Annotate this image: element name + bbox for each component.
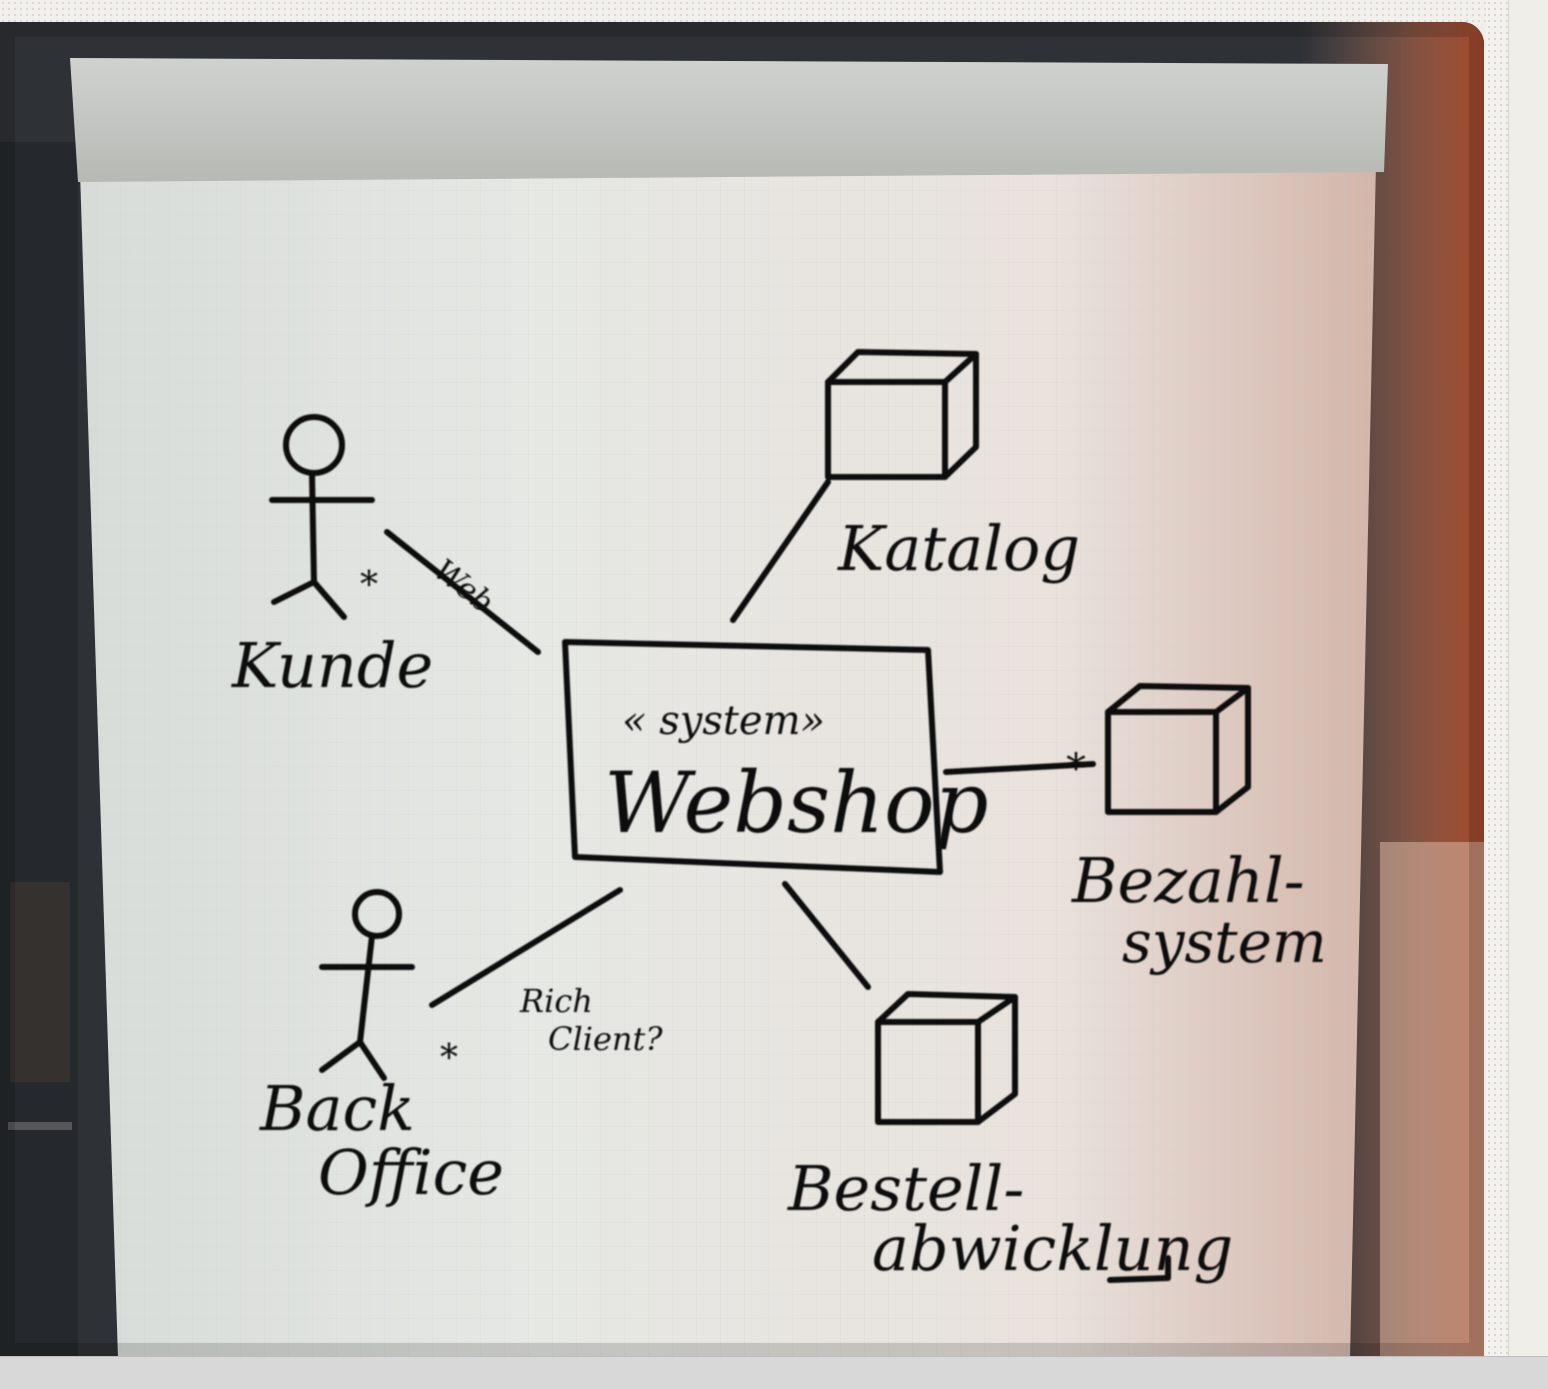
page-background-right: [1486, 0, 1509, 1356]
system-stereotype: « system»: [622, 698, 825, 744]
webshop-order-link: [782, 881, 871, 990]
catalog-component-icon: [825, 349, 979, 480]
back-office-actor-icon: [319, 889, 415, 1081]
customer-webshop-link: [384, 529, 541, 655]
payment-system-component-icon: [1105, 683, 1251, 815]
system-title: Webshop: [604, 754, 989, 852]
flipchart-photo: Kunde Katalog « system» Webshop Bezahl- …: [0, 22, 1484, 1358]
back-office-label-line2: Office: [318, 1136, 504, 1209]
multiplicity-payment: *: [1066, 746, 1086, 792]
catalog-label: Katalog: [837, 512, 1080, 585]
payment-label-line2: system: [1122, 908, 1327, 976]
webshop-system-box: [562, 639, 943, 875]
viewer-bottom-bar: [0, 1356, 1548, 1389]
multiplicity-customer: *: [360, 565, 378, 606]
page-background-top: [0, 0, 1508, 24]
rich-client-label-line2: Client?: [548, 1020, 663, 1058]
webshop-catalog-link: [730, 479, 831, 623]
backoffice-webshop-link: [429, 887, 623, 1008]
customer-label: Kunde: [231, 629, 433, 702]
back-office-label-line1: Back: [259, 1072, 415, 1145]
webshop-payment-link: [943, 761, 1096, 775]
multiplicity-back-office: *: [440, 1038, 458, 1079]
photo-canvas: Kunde Katalog « system» Webshop Bezahl- …: [0, 22, 1484, 1358]
order-processing-component-icon: [875, 991, 1018, 1125]
order-label-line2: abwicklung: [872, 1212, 1233, 1285]
customer-actor-icon: [269, 414, 375, 620]
rich-client-label-line1: Rich: [519, 982, 593, 1020]
order-label-line1: Bestell-: [787, 1152, 1024, 1225]
flipchart-top-bar: [70, 58, 1388, 182]
payment-label-line1: Bezahl-: [1071, 844, 1305, 917]
